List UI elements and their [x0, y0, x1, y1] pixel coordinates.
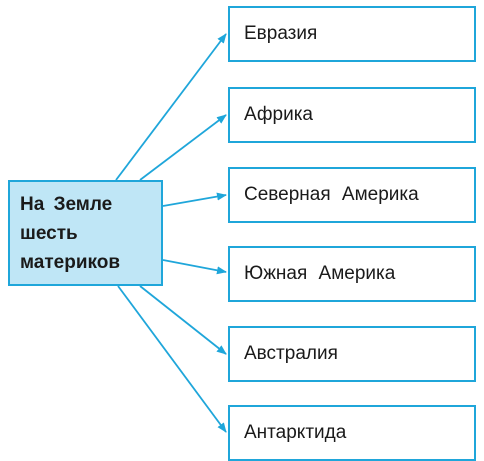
continent-label: Евразия — [244, 23, 318, 44]
arrow-to-south-america — [162, 259, 227, 275]
continent-box-africa: Африка — [228, 87, 476, 143]
continent-label: Австралия — [244, 343, 338, 364]
arrow-to-africa — [139, 114, 227, 181]
continent-label: Антарктида — [244, 422, 347, 443]
continent-label: Южная Америка — [244, 263, 396, 284]
source-box: На Земле шесть материков — [8, 180, 163, 286]
continent-box-south-america: Южная Америка — [228, 246, 476, 302]
arrow-to-australia — [139, 285, 227, 355]
source-line-2: шесть — [20, 223, 78, 244]
continent-box-north-america: Северная Америка — [228, 167, 476, 223]
continent-label: Африка — [244, 104, 313, 125]
arrow-to-north-america — [162, 192, 227, 207]
source-line-1: На Земле — [20, 194, 113, 215]
continent-box-australia: Австралия — [228, 326, 476, 382]
arrow-to-eurasia — [115, 33, 227, 181]
continent-box-antarctica: Антарктида — [228, 405, 476, 461]
continent-label: Северная Америка — [244, 184, 419, 205]
continent-box-eurasia: Евразия — [228, 6, 476, 62]
arrow-to-antarctica — [117, 285, 227, 433]
source-line-3: материков — [20, 252, 121, 273]
